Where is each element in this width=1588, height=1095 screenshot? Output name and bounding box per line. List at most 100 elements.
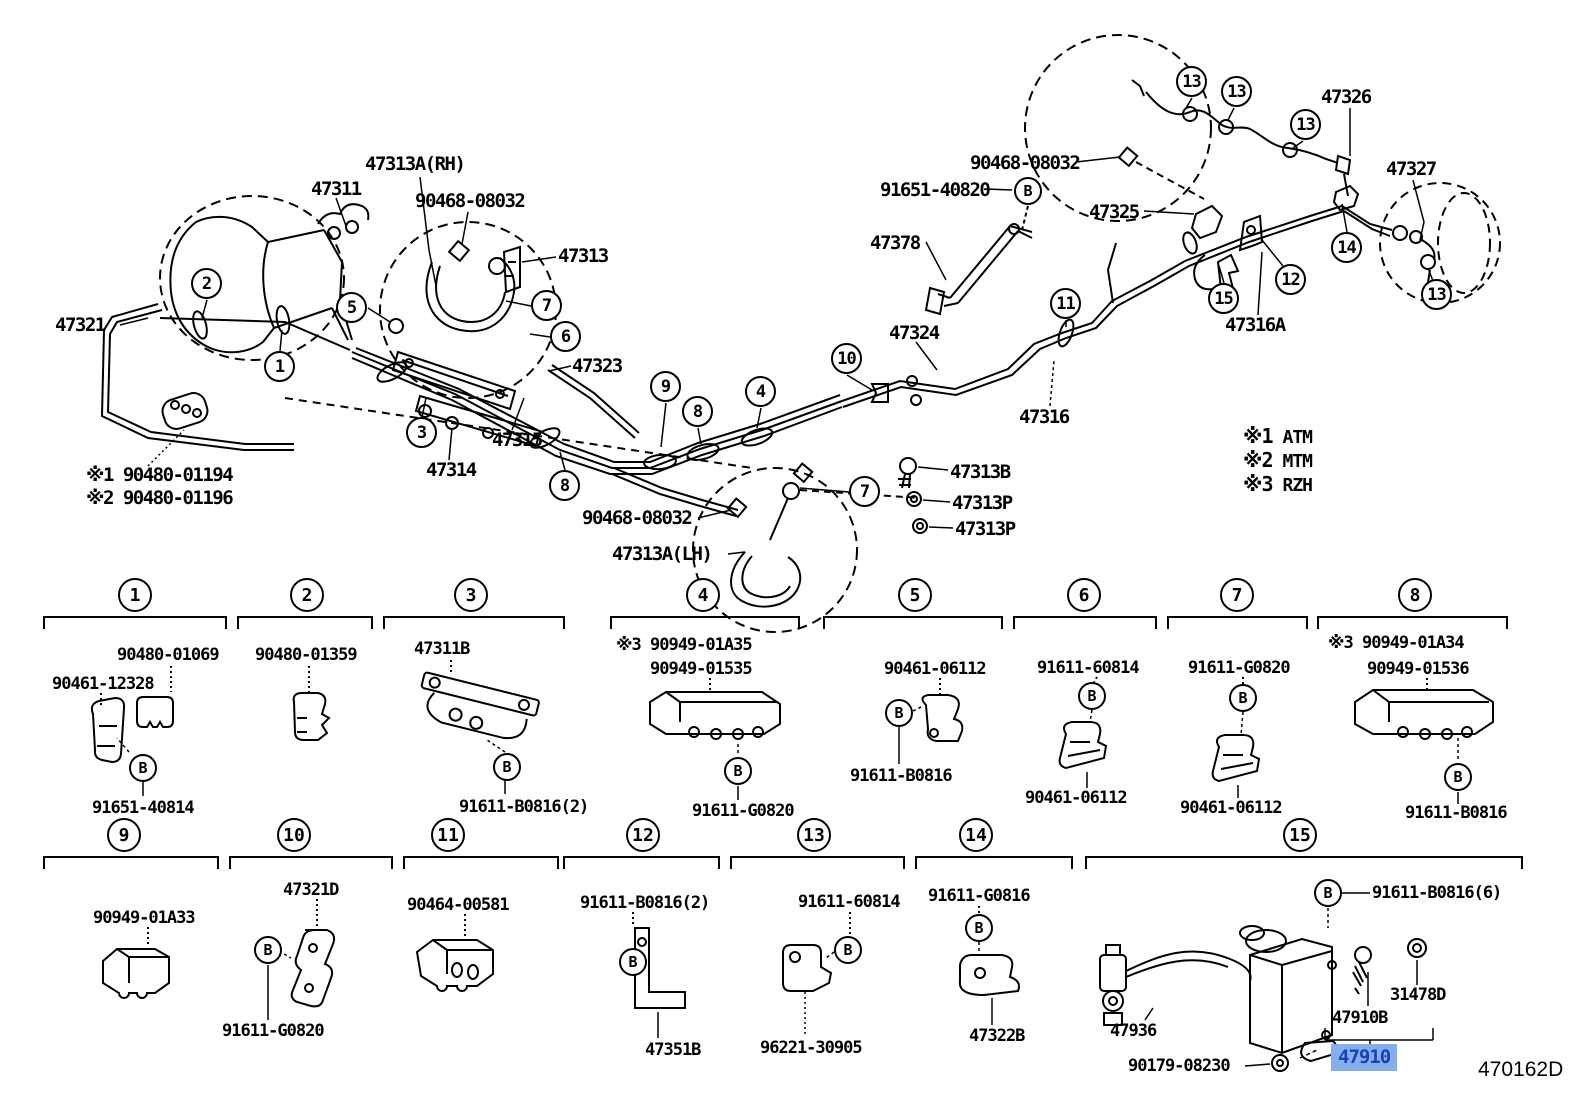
part-number-label: 91611-60814: [1037, 658, 1140, 678]
callout-3: 3: [406, 417, 437, 448]
detail-section-1: 1 90480-01069 90461-12328 B 91651-40814: [43, 578, 227, 830]
section-bracket: [43, 616, 227, 629]
part-number-label: 91611-G0820: [692, 801, 795, 821]
legend-value: ATM: [1282, 427, 1312, 448]
part-number-label: 90461-06112: [1025, 788, 1128, 808]
part-label-91651-40820: 91651-40820: [880, 179, 991, 201]
section-number-badge: 5: [898, 578, 932, 612]
part-number-label: 91611-B0816(2): [459, 797, 589, 817]
section-number-badge: 15: [1283, 818, 1317, 852]
section-glyph: [267, 899, 336, 1020]
section-bracket: [1085, 856, 1523, 869]
highlighted-part-number-47910[interactable]: 47910: [1331, 1044, 1398, 1071]
section-number-badge: 3: [454, 578, 488, 612]
part-label-47313a-rh: 47313A(RH): [365, 153, 466, 175]
part-number-label: 91651-40814: [92, 798, 195, 818]
section-glyph: [90, 666, 174, 796]
note-label-90480-01196: ※2 90480-01196: [86, 487, 234, 509]
part-number-label: 90480-01069: [117, 645, 220, 665]
legend-value: RZH: [1282, 475, 1312, 496]
part-number-label: 91611-60814: [798, 892, 901, 912]
part-label-47327: 47327: [1386, 158, 1437, 180]
detail-section-13: 13 91611-60814 B 96221-30905: [730, 818, 905, 1095]
callout-b: B: [834, 936, 862, 964]
section-bracket: [43, 856, 219, 869]
detail-section-6: 6 91611-60814 B 90461-06112: [1013, 578, 1157, 830]
part-number-label: 90949-01A33: [93, 908, 196, 928]
callout-b: B: [493, 753, 521, 781]
section-number-badge: 10: [277, 818, 311, 852]
detail-section-9: 9 90949-01A33: [43, 818, 219, 1095]
part-number-label: 90949-01535: [650, 659, 753, 679]
callout-4: 4: [745, 376, 776, 407]
part-label-47316a: 47316A: [1225, 314, 1286, 336]
callout-7: 7: [531, 290, 562, 321]
part-label-47324: 47324: [889, 322, 940, 344]
section-glyph: [782, 912, 851, 1036]
part-number-label: 91611-G0816: [928, 886, 1031, 906]
part-label-90468-08032-mid: 90468-08032: [582, 507, 693, 529]
part-label-47313: 47313: [558, 245, 609, 267]
callout-2: 2: [191, 268, 222, 299]
section-glyph: [102, 927, 170, 999]
section-bracket: [383, 616, 565, 629]
section-number-badge: 2: [290, 578, 324, 612]
part-label-47311: 47311: [311, 178, 362, 200]
callout-b: B: [254, 936, 282, 964]
detail-section-14: 14 91611-G0816 B 47322B: [915, 818, 1073, 1095]
callout-13b: 13: [1221, 76, 1252, 107]
part-number-label: 47936: [1110, 1021, 1157, 1041]
section-bracket: [823, 616, 1003, 629]
section-glyph: [420, 660, 540, 794]
part-number-label: 47910B: [1332, 1008, 1388, 1028]
section-number-badge: 1: [118, 578, 152, 612]
legend-symbol: ※1: [1243, 424, 1274, 448]
callout-b: B: [1229, 684, 1257, 712]
note-label-90480-01194: ※1 90480-01194: [86, 464, 234, 486]
callout-14: 14: [1331, 232, 1362, 263]
document-number: 470162D: [1478, 1058, 1564, 1081]
detail-section-8: 8 ※3 90949-01A34 90949-01536 B 91611-B08…: [1317, 578, 1508, 830]
section-glyph: [292, 666, 331, 741]
callout-13: 13: [1176, 66, 1207, 97]
section-bracket: [1013, 616, 1157, 629]
part-label-47316: 47316: [1019, 406, 1070, 428]
detail-section-5: 5 90461-06112 B 91611-B0816: [823, 578, 1003, 830]
part-number-label: 90461-06112: [1180, 798, 1283, 818]
detail-section-12: 12 91611-B0816(2) B 47351B: [563, 818, 720, 1095]
callout-13d: 13: [1421, 279, 1452, 310]
part-label-47323: 47323: [572, 355, 623, 377]
callout-b: B: [1014, 177, 1042, 205]
section-number-badge: 12: [626, 818, 660, 852]
part-label-47314: 47314: [426, 459, 477, 481]
part-label-47313a-lh: 47313A(LH): [612, 543, 713, 565]
part-number-label: 91611-B0816(6): [1372, 883, 1502, 903]
part-number-label: 90461-06112: [884, 659, 987, 679]
part-number-label: 47321D: [283, 880, 339, 900]
part-number-label: 91611-G0820: [1188, 658, 1291, 678]
part-label-47325: 47325: [1089, 201, 1140, 223]
section-bracket: [403, 856, 559, 869]
part-label-47313p: 47313P: [952, 492, 1013, 514]
callout-b: B: [885, 699, 913, 727]
callout-12: 12: [1275, 264, 1306, 295]
callout-6: 6: [550, 321, 581, 352]
section-number-badge: 14: [959, 818, 993, 852]
section-bracket: [1167, 616, 1308, 629]
part-label-47321: 47321: [55, 314, 106, 336]
section-number-badge: 8: [1398, 578, 1432, 612]
callout-b: B: [619, 948, 647, 976]
section-bracket: [730, 856, 905, 869]
detail-section-4: 4 ※3 90949-01A35 90949-01535 B 91611-G08…: [610, 578, 800, 830]
callout-13c: 13: [1290, 109, 1321, 140]
section-glyph: [898, 678, 964, 764]
section-glyph: [1099, 892, 1434, 1072]
detail-section-10: 10 47321D B 91611-G0820: [222, 818, 393, 1095]
part-number-label: 90480-01359: [255, 645, 358, 665]
legend-row-atm: ※1 ATM: [1243, 424, 1313, 448]
part-number-label: 91611-B0816: [1405, 803, 1508, 823]
callout-5: 5: [336, 292, 367, 323]
part-number-label: 91611-B0816: [850, 766, 953, 786]
